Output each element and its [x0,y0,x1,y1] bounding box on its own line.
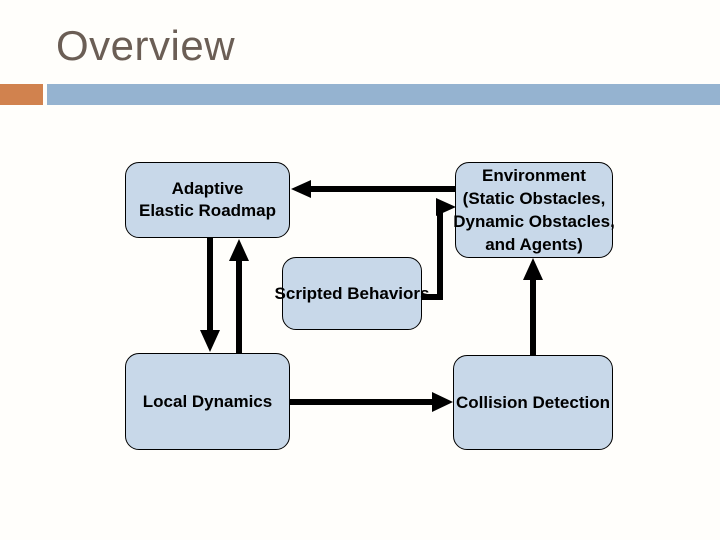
arrow-local-dynamics-to-roadmap [229,239,249,354]
node-label-line: Elastic Roadmap [139,201,276,220]
accent-bar-orange [0,84,43,105]
node-adaptive-elastic-roadmap: Adaptive Elastic Roadmap [125,162,290,238]
node-local-dynamics: Local Dynamics [125,353,290,450]
node-label-line: Scripted Behaviors [274,283,430,303]
node-label-line: Environment [482,166,586,185]
node-scripted-behaviors: Scripted Behaviors [275,257,429,330]
slide-title: Overview [56,22,236,69]
node-label-line: and Agents) [485,235,583,254]
arrow-environment-to-roadmap [291,180,455,198]
node-label-line: Dynamic Obstacles, [453,212,615,231]
node-label-line: Adaptive [171,179,244,198]
node-environment: Environment (Static Obstacles, Dynamic O… [453,162,615,258]
arrow-local-dynamics-to-collision-detection [290,392,453,412]
arrow-collision-detection-to-environment [523,258,543,356]
node-label-line: Local Dynamics [142,391,273,411]
arrow-roadmap-to-local-dynamics [200,237,220,352]
node-label-line: Collision Detection [456,392,610,412]
node-label-line: (Static Obstacles, [462,189,606,208]
node-collision-detection: Collision Detection [453,355,613,450]
accent-bar-blue [47,84,720,105]
